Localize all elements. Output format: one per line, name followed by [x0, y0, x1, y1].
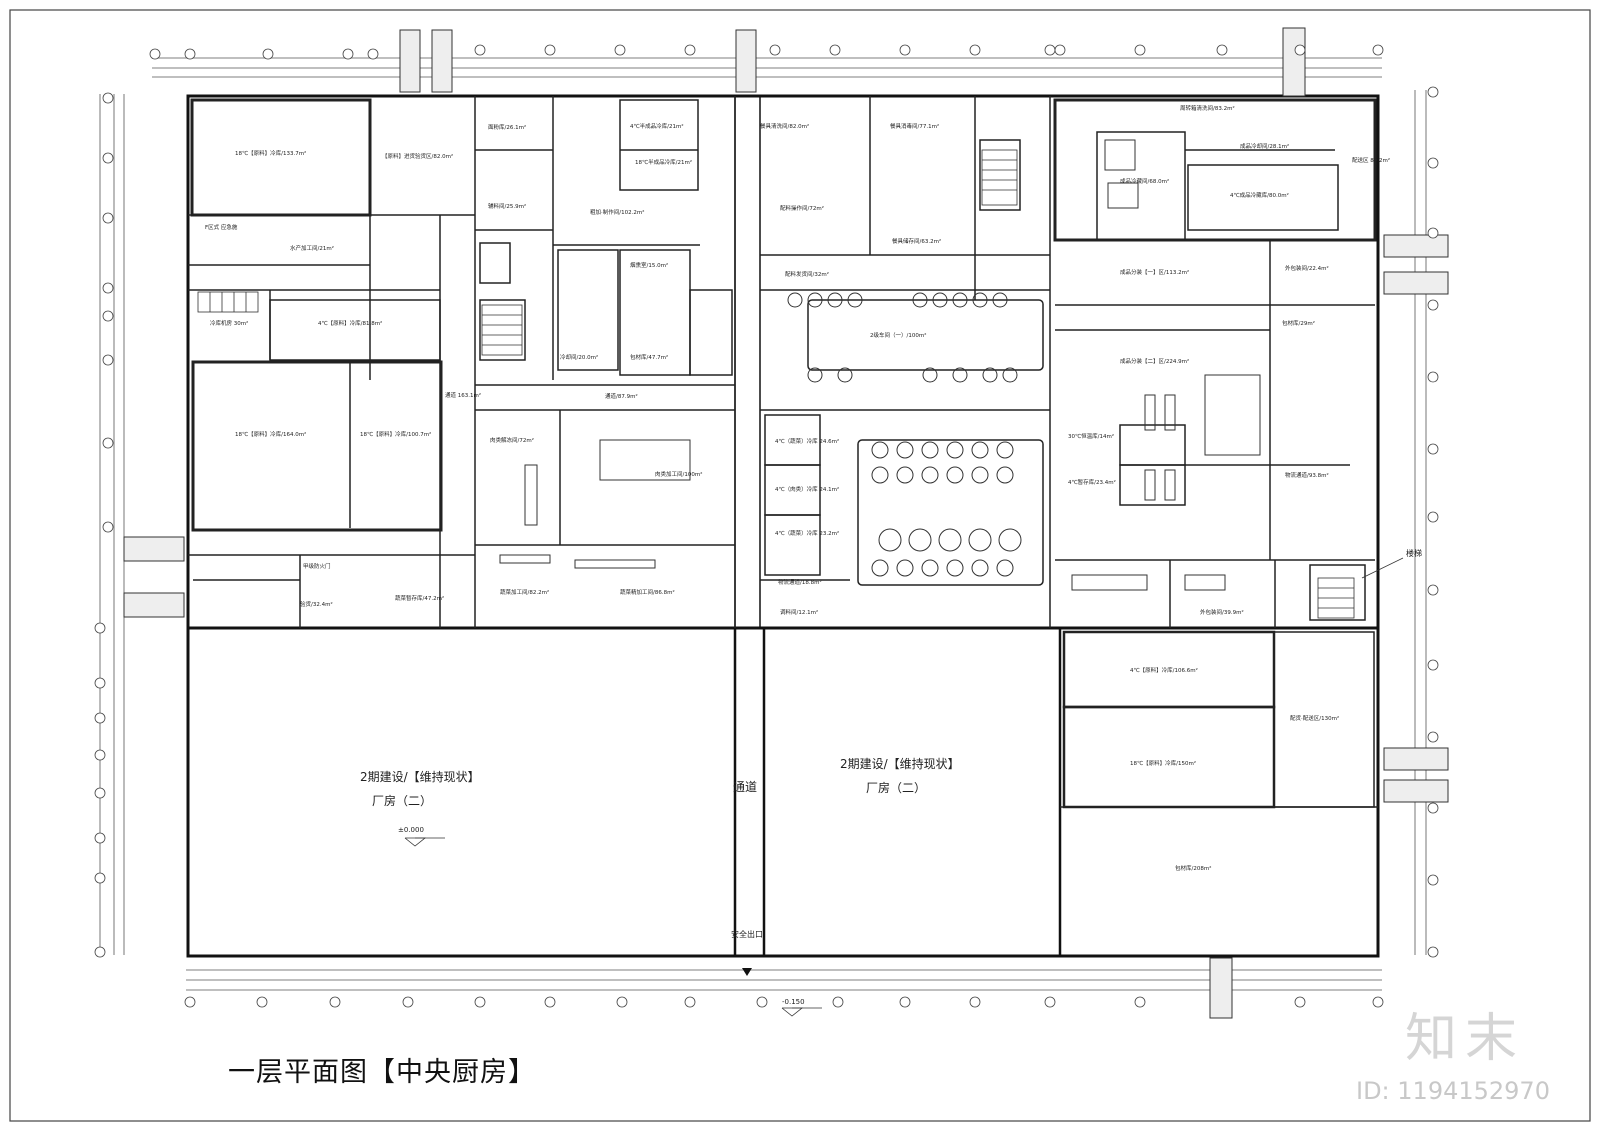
room-label: 餐具清洗间/82.0m² — [760, 122, 809, 130]
room-label: 成品冷却间/28.1m² — [1240, 142, 1289, 150]
left-factory-label: 2期建设/【维持现状】 — [360, 769, 480, 784]
room-label: F区式 应急施 — [205, 223, 238, 231]
room-label: 烟熏室/15.0m² — [630, 261, 668, 269]
drawing-title: 一层平面图【中央厨房】 — [228, 1057, 536, 1088]
level-minus: -0.150 — [782, 998, 805, 1006]
room-label: 粗加·制作间/102.2m² — [590, 208, 644, 216]
room-label: 4℃半成品冷库/21m² — [630, 122, 684, 130]
middle-right-rooms — [760, 96, 1051, 628]
room-label: 【原料】进货验货区/82.0m² — [382, 152, 453, 160]
right-factory-sub: 厂房（二） — [866, 780, 926, 795]
room-label: 餐具消毒间/77.1m² — [890, 122, 939, 130]
room-label: 4℃成品冷藏库/80.0m² — [1230, 191, 1289, 199]
room-label: 面粉库/26.1m² — [488, 123, 526, 131]
room-label: 蔬菜加工间/82.2m² — [500, 588, 549, 596]
room-label: 2级车间（一）/100m² — [870, 331, 926, 339]
room-label: 辅料间/25.9m² — [488, 202, 526, 210]
room-label: 水产加工间/21m² — [290, 244, 334, 252]
room-label: 配送区 80.2m² — [1352, 156, 1390, 164]
room-label: 蔬菜精加工间/86.8m² — [620, 588, 675, 596]
room-label: 包材库/47.7m² — [630, 353, 668, 361]
level-zero: ±0.000 — [398, 826, 424, 834]
room-label: 包材库/208m² — [1175, 864, 1211, 872]
right-factory-label: 2期建设/【维持现状】 — [840, 756, 960, 771]
room-label: 外包装间/39.9m² — [1200, 608, 1244, 616]
room-label: 物流通道/93.8m² — [1285, 471, 1329, 479]
room-label: 4℃（蔬菜）冷库 23.2m² — [775, 529, 839, 537]
image-id: ID: 1194152970 — [1356, 1077, 1550, 1105]
room-label: 蔬菜暂存库/47.2m² — [395, 594, 444, 602]
stairs — [197, 149, 1355, 619]
room-label: 通道/87.9m² — [605, 392, 638, 400]
exit-label: 安全出口 — [731, 929, 763, 939]
bottom-dimensions — [186, 969, 1382, 991]
room-label: 4℃暂存库/23.4m² — [1068, 478, 1116, 486]
room-label: 餐具储存间/63.2m² — [892, 237, 941, 245]
kettle-equipment — [787, 292, 1022, 577]
left-dimensions — [99, 94, 125, 955]
right-wing-rooms — [1053, 98, 1377, 628]
room-label: 30℃恒温库/14m² — [1068, 432, 1114, 440]
room-label: 冷却间/20.0m² — [560, 353, 598, 361]
room-label: 18℃半成品冷库/21m² — [635, 158, 692, 166]
room-label: 成品冷藏间/68.0m² — [1120, 177, 1169, 185]
room-label: 外包装间/22.4m² — [1285, 264, 1329, 272]
room-label: 肉类加工间/100m² — [655, 470, 702, 478]
room-labels: 18℃【原料】冷库/133.7m² 【原料】进货验货区/82.0m² F区式 应… — [205, 104, 1390, 872]
corridor-label: 通道 — [733, 780, 757, 794]
room-label: 甲级防火门 — [303, 562, 331, 570]
room-label: 18℃【原料】冷库/164.0m² — [235, 430, 306, 438]
exit-arrow — [742, 968, 752, 976]
room-label: 4℃【原料】冷库/81.8m² — [318, 319, 382, 327]
room-label: 18℃【原料】冷库/150m² — [1130, 759, 1196, 767]
room-label: 4℃（蔬菜）冷库 24.6m² — [775, 437, 839, 445]
loading-dock-trucks — [123, 27, 1449, 1019]
top-dimensions — [152, 57, 1382, 78]
room-label: 验货/32.4m² — [300, 600, 333, 608]
room-label: 4℃（肉类）冷库 24.1m² — [775, 485, 839, 493]
room-label: 调料间/12.1m² — [780, 608, 818, 616]
room-label: 冷库机房 30m² — [210, 319, 248, 327]
factory-labels: 2期建设/【维持现状】 厂房（二） ±0.000 2期建设/【维持现状】 厂房（… — [360, 548, 1422, 1006]
room-label: 周转箱清洗间/83.2m² — [1180, 104, 1235, 112]
room-label: 配料发货间/32m² — [785, 270, 829, 278]
brand-logo: 知末 — [1405, 1009, 1526, 1069]
room-label: 成品分装【一】区/113.2m² — [1120, 268, 1189, 276]
right-dimensions — [1414, 90, 1427, 955]
room-label: 包材库/29m² — [1282, 319, 1315, 327]
room-label: 成品分装【二】区/224.9m² — [1120, 357, 1189, 365]
room-label: 通道 163.1m² — [445, 391, 481, 399]
left-wing-rooms — [188, 96, 476, 628]
level-markers — [404, 837, 822, 1017]
room-label: 物流通道/18.8m² — [778, 578, 822, 586]
left-factory-sub: 厂房（二） — [372, 793, 432, 808]
stair-label: 楼梯 — [1406, 548, 1422, 558]
room-label: 18℃【原料】冷库/133.7m² — [235, 149, 306, 157]
room-label: 18℃【原料】冷库/100.7m² — [360, 430, 431, 438]
room-label: 配料操作间/72m² — [780, 204, 824, 212]
outer-walls — [186, 94, 1380, 958]
room-label: 4℃【原料】冷库/106.6m² — [1130, 666, 1198, 674]
sheet-border — [9, 9, 1591, 1122]
middle-left-rooms — [475, 96, 736, 628]
room-label: 配货·配送区/130m² — [1290, 714, 1339, 722]
work-tables — [499, 139, 1261, 591]
bottom-right-rooms — [1060, 630, 1378, 809]
grid-bubbles — [94, 44, 1439, 1008]
room-label: 肉类解冻间/72m² — [490, 436, 534, 444]
